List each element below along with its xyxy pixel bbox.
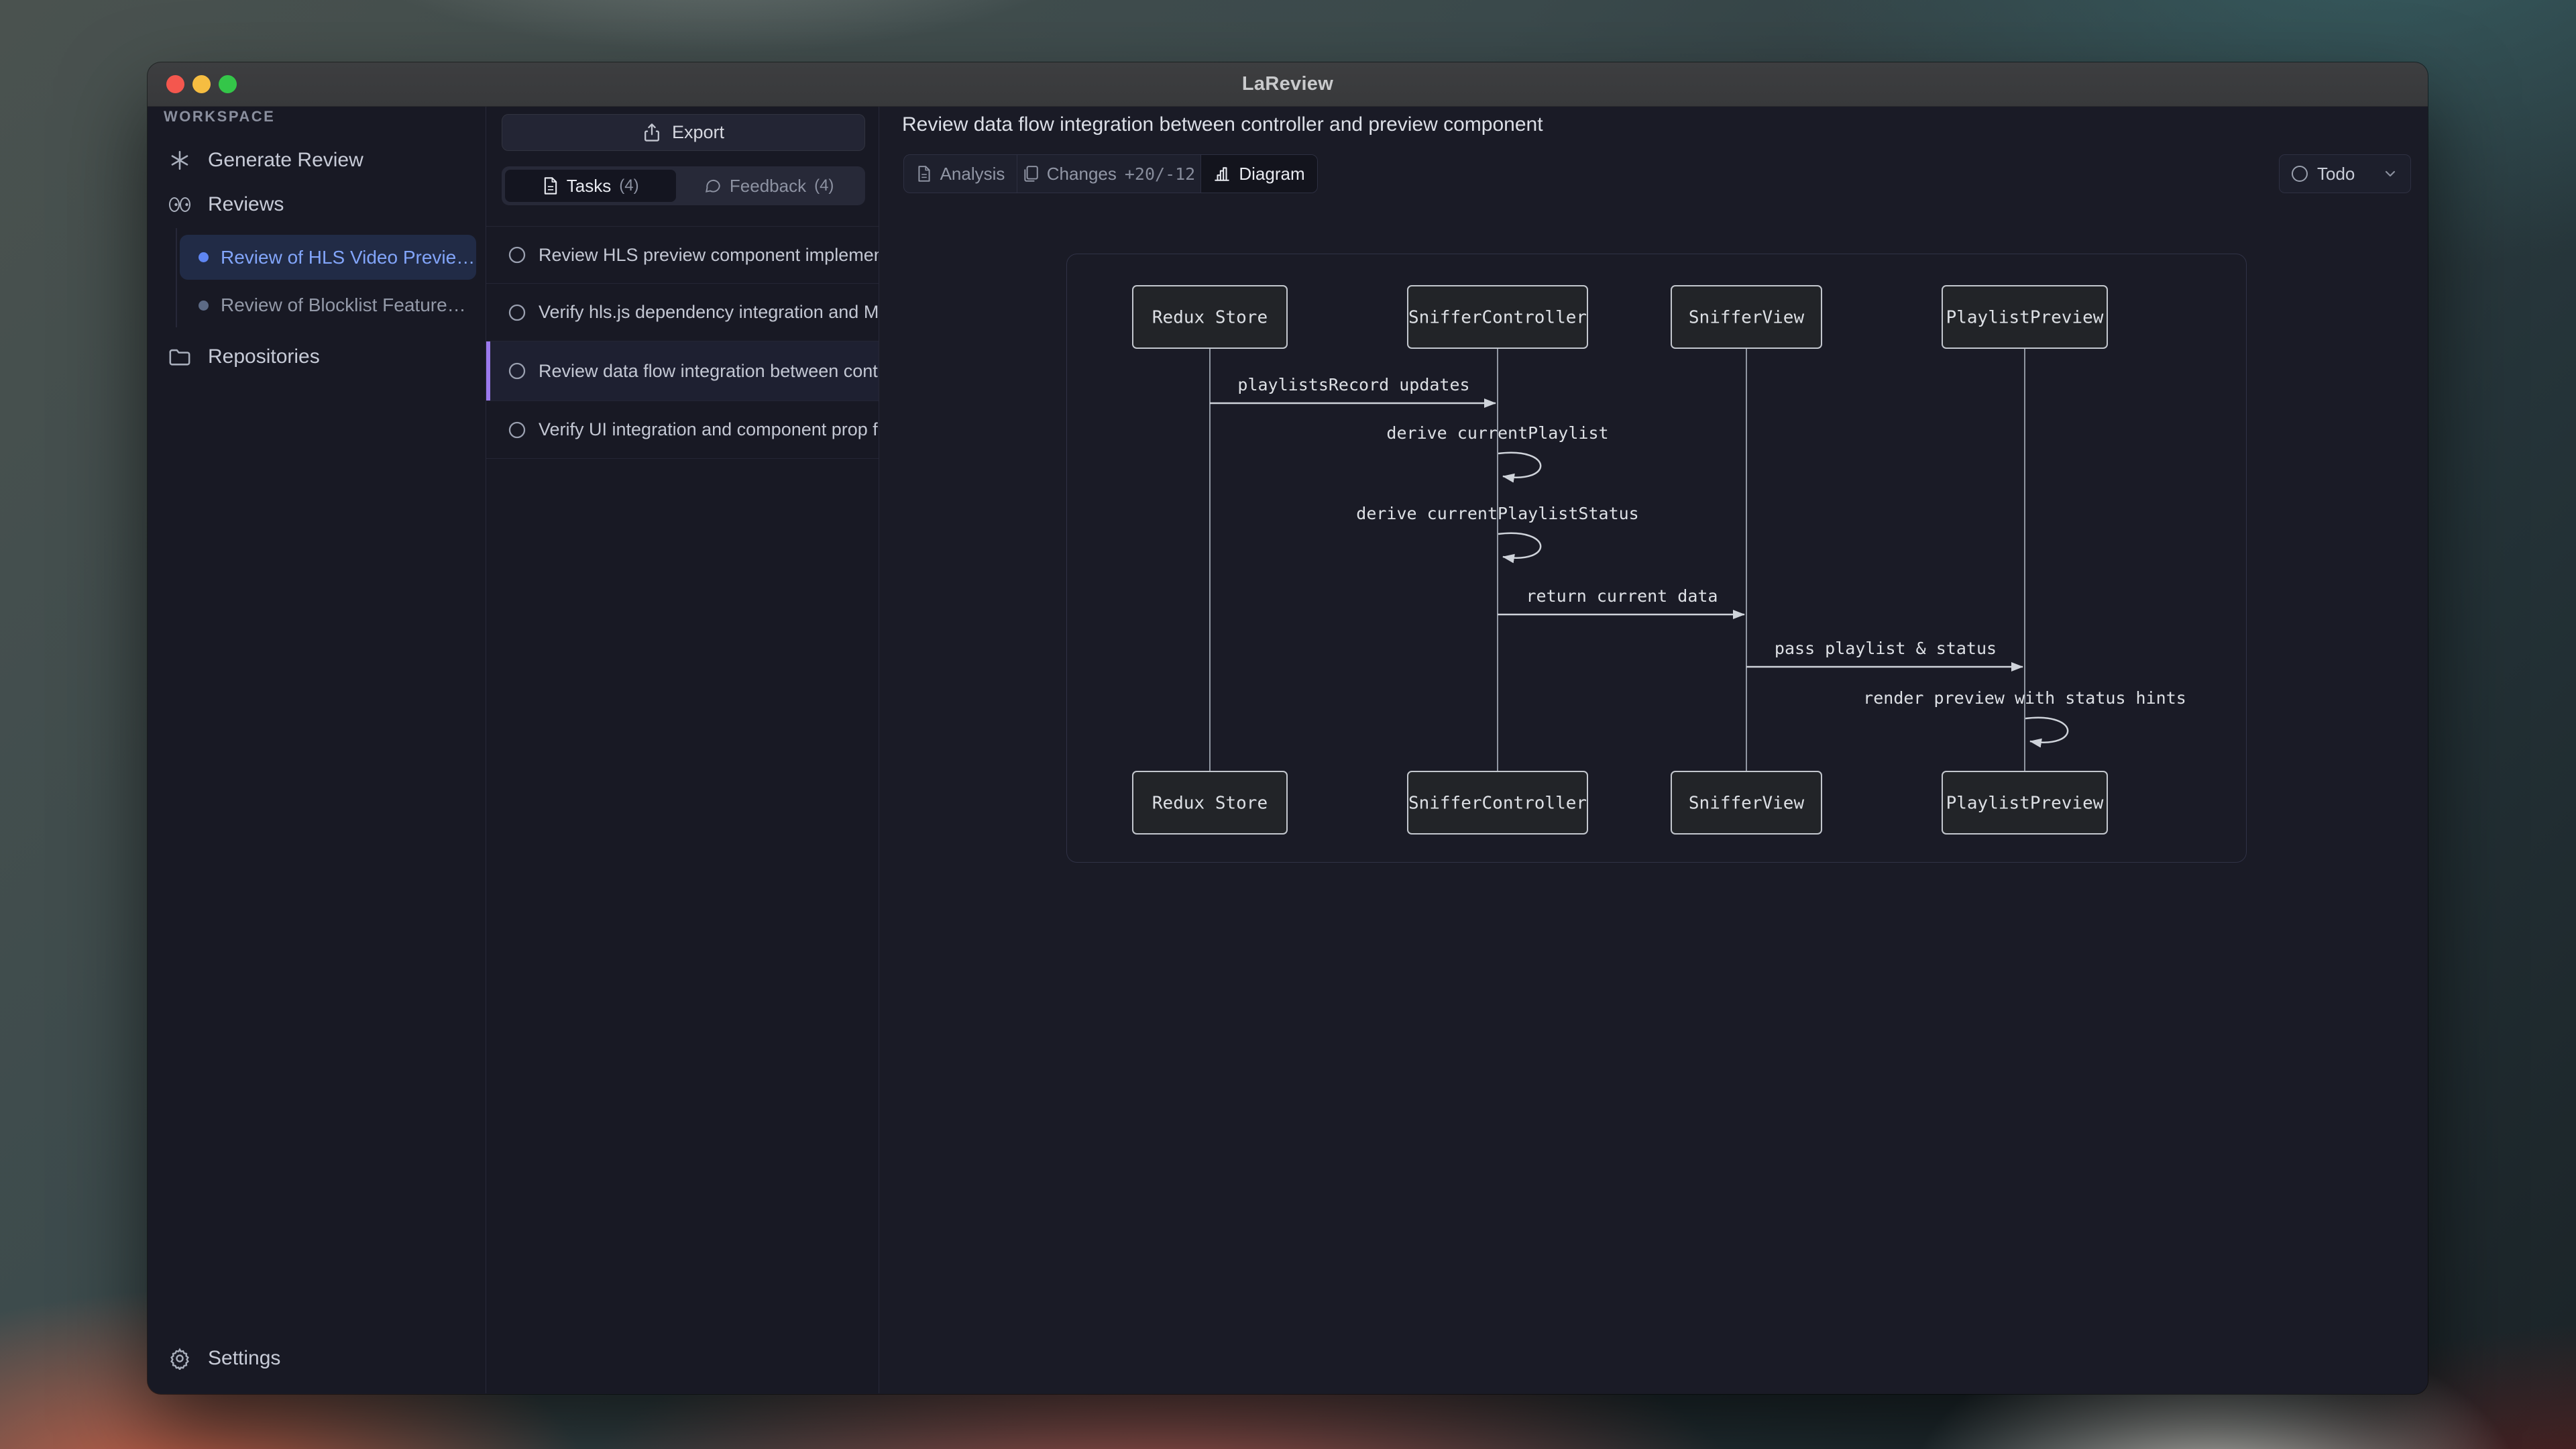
- document-icon: [543, 176, 559, 195]
- participant-box-top: [1671, 285, 1822, 349]
- folder-icon: [166, 347, 193, 367]
- tasks-panel: Export Tasks (4) Feedback (4): [486, 107, 879, 1393]
- task-row[interactable]: Review HLS preview component implemen…: [486, 226, 879, 284]
- tab-label: Tasks: [566, 175, 612, 196]
- message-label: derive currentPlaylistStatus: [1356, 504, 1638, 523]
- sidebar-item-generate-review[interactable]: Generate Review: [148, 142, 486, 179]
- participant-box-bottom: [1942, 771, 2108, 835]
- task-list: Review HLS preview component implemen… V…: [486, 226, 879, 459]
- task-label: Verify UI integration and component prop…: [539, 419, 879, 439]
- zoom-window-button[interactable]: [219, 75, 237, 93]
- tab-count: (4): [619, 176, 639, 195]
- share-export-icon: [642, 123, 661, 143]
- tab-label: Changes: [1046, 163, 1117, 184]
- tab-label: Diagram: [1239, 163, 1305, 184]
- bar-chart-icon: [1213, 165, 1231, 182]
- tab-tasks[interactable]: Tasks (4): [505, 170, 677, 202]
- sidebar-review-blocklist[interactable]: Review of Blocklist Feature…: [180, 285, 476, 325]
- bullet-dot-icon: [199, 300, 209, 311]
- tab-label: Analysis: [940, 163, 1005, 184]
- task-row[interactable]: Verify hls.js dependency integration and…: [486, 284, 879, 341]
- task-label: Review data flow integration between con…: [539, 360, 879, 381]
- workspace-label: WORKSPACE: [164, 108, 276, 125]
- svg-text:SnifferController: SnifferController: [1408, 308, 1587, 328]
- task-row-selected[interactable]: Review data flow integration between con…: [486, 341, 879, 401]
- participant-box-bottom: [1132, 771, 1288, 835]
- sidebar-item-reviews[interactable]: Reviews: [148, 186, 486, 223]
- sidebar-item-label: Settings: [208, 1347, 281, 1369]
- export-button-label: Export: [671, 122, 725, 142]
- page-title: Review data flow integration between con…: [902, 113, 1543, 136]
- sidebar-item-repositories[interactable]: Repositories: [148, 338, 486, 376]
- self-message-loop: [1498, 532, 1542, 564]
- participant-box-top: [1132, 285, 1288, 349]
- sidebar-item-label: Generate Review: [208, 149, 363, 171]
- message-label: return current data: [1526, 586, 1718, 606]
- tab-label: Feedback: [729, 175, 807, 196]
- review-item-label: Review of HLS Video Previe…: [221, 246, 475, 268]
- todo-circle-icon: [508, 246, 526, 264]
- participant-box-bottom: [1407, 771, 1588, 835]
- eyes-icon: [166, 195, 193, 215]
- review-item-label: Review of Blocklist Feature…: [221, 294, 466, 315]
- export-button[interactable]: Export: [502, 114, 865, 151]
- task-label: Verify hls.js dependency integration and…: [539, 302, 879, 322]
- minimize-window-button[interactable]: [192, 75, 211, 93]
- svg-text:Redux Store: Redux Store: [1152, 794, 1268, 814]
- sidebar-item-label: Repositories: [208, 345, 320, 368]
- window-title: LaReview: [1241, 73, 1334, 95]
- task-row[interactable]: Verify UI integration and component prop…: [486, 401, 879, 459]
- tab-diagram[interactable]: Diagram: [1201, 155, 1317, 193]
- view-tabs: Analysis Changes +20/-12 Diagram: [903, 154, 1318, 193]
- tab-analysis[interactable]: Analysis: [904, 155, 1017, 193]
- chevron-down-icon: [2382, 166, 2398, 182]
- diff-copy-icon: [1023, 165, 1039, 182]
- sidebar-item-label: Reviews: [208, 193, 284, 215]
- sidebar-item-settings[interactable]: Settings: [148, 1340, 486, 1377]
- changes-count-badge: +20/-12: [1124, 164, 1196, 184]
- sidebar-review-hls-video[interactable]: Review of HLS Video Previe…: [180, 235, 476, 280]
- message-bubble-icon: [704, 177, 722, 195]
- tasks-feedback-segmented-control: Tasks (4) Feedback (4): [502, 166, 865, 205]
- title-bar[interactable]: LaReview: [148, 62, 2428, 107]
- self-message-loop: [2025, 716, 2069, 748]
- participant-box-bottom: [1671, 771, 1822, 835]
- participant-box-top: [1407, 285, 1588, 349]
- message-label: playlistsRecord updates: [1237, 375, 1469, 394]
- tab-feedback[interactable]: Feedback (4): [676, 170, 862, 202]
- tab-count: (4): [814, 176, 834, 195]
- self-message-loop: [1498, 451, 1542, 483]
- gear-icon: [166, 1347, 193, 1370]
- task-label: Review HLS preview component implemen…: [539, 244, 879, 265]
- todo-circle-icon: [508, 362, 526, 380]
- svg-text:SnifferView: SnifferView: [1689, 794, 1805, 814]
- message-label: render preview with status hints: [1863, 688, 2186, 708]
- tree-indent-guide: [176, 228, 177, 327]
- tab-changes[interactable]: Changes +20/-12: [1017, 155, 1201, 193]
- svg-text:PlaylistPreview: PlaylistPreview: [1946, 794, 2104, 814]
- svg-text:PlaylistPreview: PlaylistPreview: [1946, 308, 2104, 328]
- message-label: pass playlist & status: [1775, 639, 1997, 658]
- status-dropdown[interactable]: Todo: [2279, 154, 2411, 193]
- message-label: derive currentPlaylist: [1386, 423, 1608, 443]
- todo-circle-icon: [508, 303, 526, 322]
- participant-box-top: [1942, 285, 2108, 349]
- sparkle-asterisk-icon: [166, 149, 193, 172]
- svg-text:SnifferView: SnifferView: [1689, 308, 1805, 328]
- svg-text:Redux Store: Redux Store: [1152, 308, 1268, 328]
- bullet-dot-icon: [199, 252, 209, 262]
- workspace-sidebar: WORKSPACE Generate Review Reviews Review…: [148, 107, 486, 1393]
- main-content: Review data flow integration between con…: [879, 107, 2428, 1393]
- status-label: Todo: [2317, 163, 2355, 184]
- close-window-button[interactable]: [166, 75, 184, 93]
- todo-circle-icon: [2292, 166, 2308, 182]
- svg-text:SnifferController: SnifferController: [1408, 794, 1587, 814]
- document-icon: [916, 165, 932, 182]
- traffic-lights: [166, 62, 237, 106]
- app-window: LaReview WORKSPACE Generate Review Revie…: [148, 62, 2428, 1394]
- todo-circle-icon: [508, 421, 526, 439]
